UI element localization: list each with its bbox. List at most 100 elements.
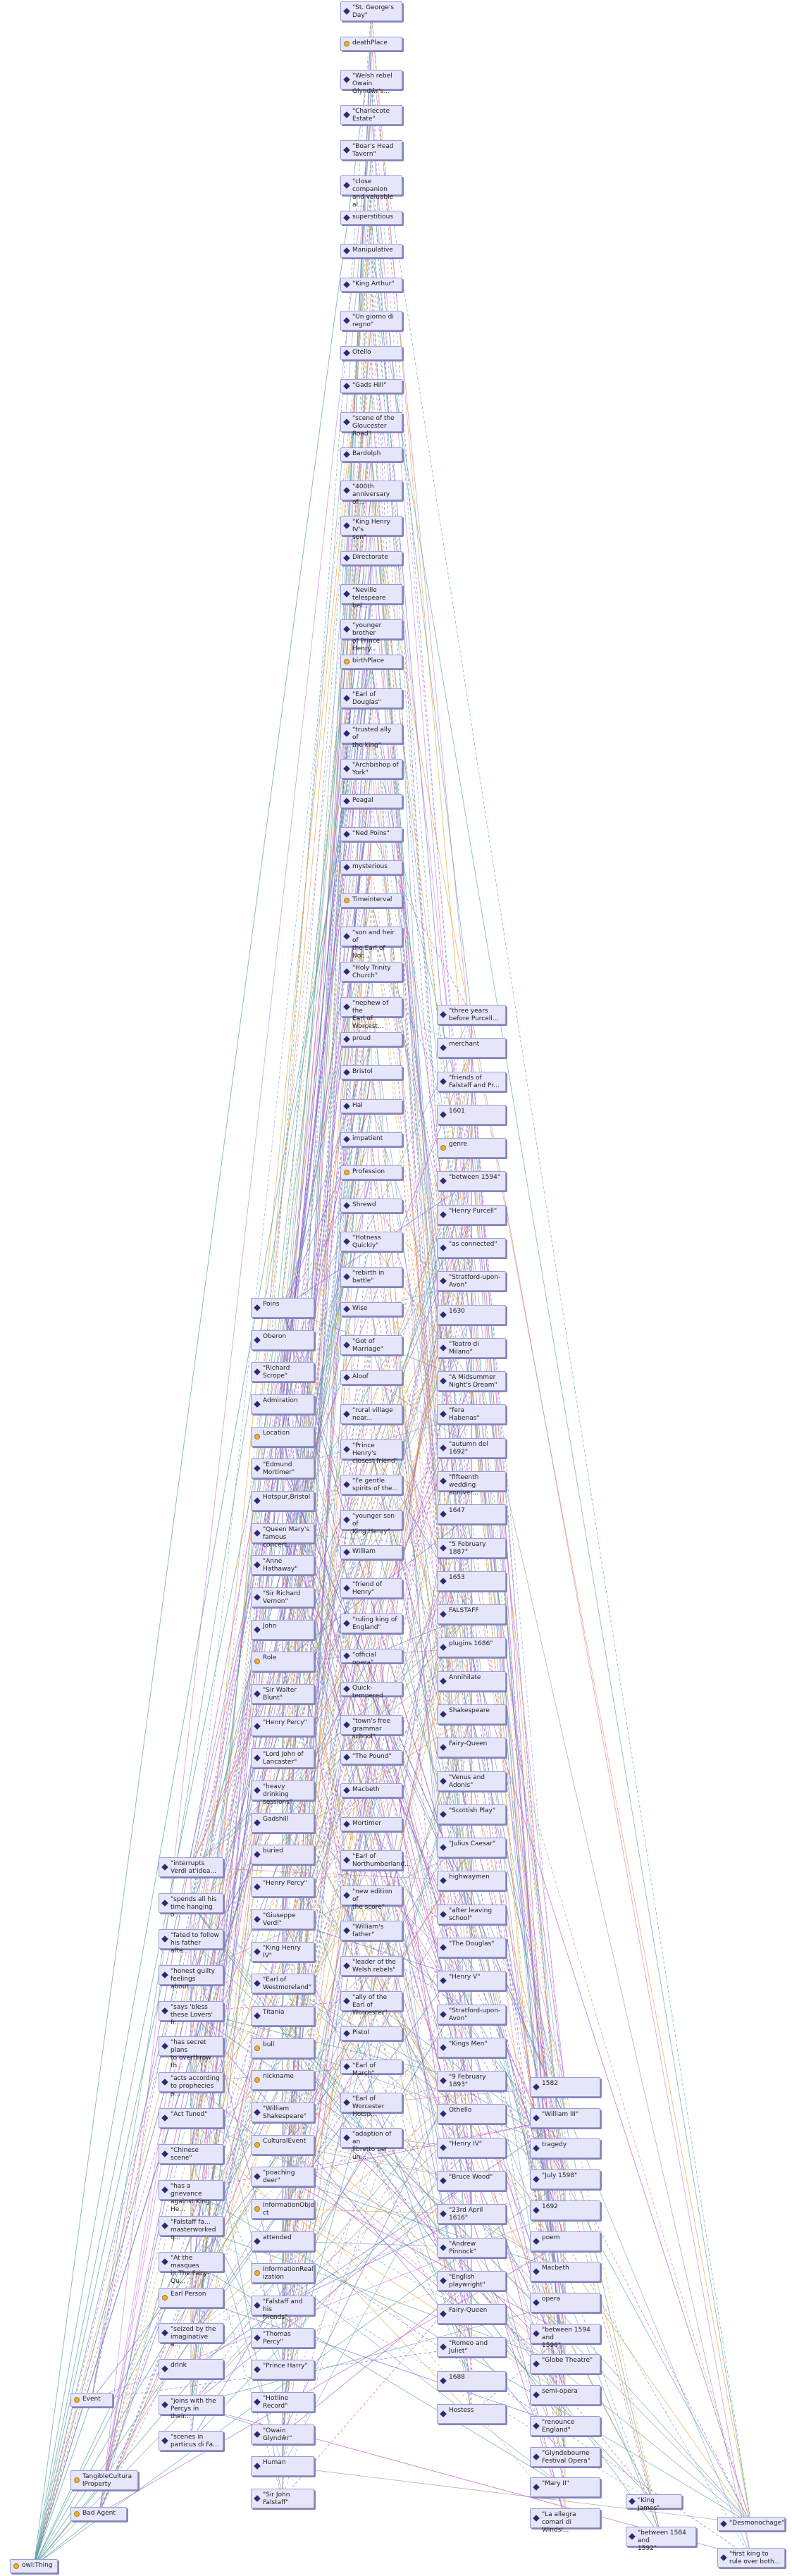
graph-node[interactable]: Annihilate bbox=[437, 1671, 506, 1691]
graph-node[interactable]: Poins bbox=[251, 1298, 314, 1318]
graph-node[interactable]: Bad Agent bbox=[70, 2507, 127, 2521]
graph-node[interactable]: "interrupts Verdi at'idea... bbox=[159, 1857, 223, 1877]
graph-node[interactable]: InformationReal ization bbox=[251, 2263, 314, 2284]
graph-node[interactable]: "Act Tuned" bbox=[159, 2108, 223, 2129]
graph-node[interactable]: "fifteenth wedding anniver... bbox=[437, 1471, 506, 1497]
graph-node[interactable]: 1601 bbox=[437, 1104, 506, 1125]
graph-node[interactable]: bull bbox=[251, 2038, 314, 2058]
graph-node[interactable]: 1630 bbox=[437, 1304, 506, 1325]
graph-node[interactable]: "seized by the imaginative a... bbox=[159, 2323, 223, 2348]
graph-node[interactable]: "first king to rule over both... bbox=[717, 2548, 785, 2568]
graph-node[interactable]: Mortimer bbox=[340, 1816, 402, 1831]
graph-node[interactable]: "scenes in particus di Fa... bbox=[159, 2431, 223, 2451]
graph-node[interactable]: "Mary II" bbox=[530, 2477, 600, 2498]
graph-node[interactable]: Macbeth bbox=[530, 2262, 600, 2282]
graph-node[interactable]: "La allegra comari di Windsi... bbox=[530, 2508, 600, 2534]
graph-node[interactable]: "Thomas Percy" bbox=[251, 2327, 314, 2348]
graph-node[interactable]: Role bbox=[251, 1652, 314, 1672]
graph-node[interactable]: "Henry Percy" bbox=[251, 1877, 314, 1897]
graph-node[interactable]: "Sir John Falstaff" bbox=[251, 2489, 314, 2508]
graph-node[interactable]: "Earl of Douglas" bbox=[340, 688, 402, 708]
graph-node[interactable]: "King Henry IV" bbox=[251, 1941, 314, 1962]
graph-node[interactable]: Shrewd bbox=[340, 1199, 402, 1213]
graph-node[interactable]: "Richard Scrope" bbox=[251, 1362, 314, 1382]
graph-node[interactable]: "English playwright" bbox=[437, 2270, 506, 2291]
graph-node[interactable]: Shakespeare bbox=[437, 1704, 506, 1724]
graph-node[interactable]: "fera Habenas" bbox=[437, 1404, 506, 1425]
graph-node[interactable]: Oberon bbox=[251, 1330, 314, 1350]
graph-node[interactable]: mysterious bbox=[340, 860, 402, 874]
graph-node[interactable]: superstitious bbox=[340, 211, 402, 225]
graph-node[interactable]: "ruling king of England" bbox=[340, 1613, 402, 1633]
graph-node[interactable]: "William's father" bbox=[340, 1920, 402, 1940]
graph-node[interactable]: "King Arthur" bbox=[340, 277, 402, 292]
graph-node[interactable]: "King Henry IV's son" bbox=[340, 516, 402, 541]
graph-node[interactable]: "At the masques in The Fairy-Qu... bbox=[159, 2251, 223, 2285]
graph-node[interactable]: CulturalEvent bbox=[251, 2134, 314, 2155]
graph-node[interactable]: attended bbox=[251, 2231, 314, 2251]
graph-node[interactable]: "King James" bbox=[626, 2494, 682, 2512]
graph-node[interactable]: birthPlace bbox=[340, 655, 402, 669]
graph-node[interactable]: Peagal bbox=[340, 793, 402, 808]
graph-node[interactable]: "Prince Harry" bbox=[251, 2360, 314, 2380]
graph-node[interactable]: "Henry IV" bbox=[437, 2137, 506, 2157]
graph-node[interactable]: Admiration bbox=[251, 1394, 314, 1415]
graph-node[interactable]: "Neville telespeare bel... bbox=[340, 584, 402, 609]
graph-node[interactable]: "rebirth in battle" bbox=[340, 1267, 402, 1287]
graph-node[interactable]: "fated to follow his father afte... bbox=[159, 1928, 223, 1955]
graph-node[interactable]: "Lord John of Lancaster" bbox=[251, 1748, 314, 1769]
graph-node[interactable]: "joins with the Percys in their... bbox=[159, 2395, 223, 2420]
graph-node[interactable]: Fairy-Queen bbox=[437, 1738, 506, 1758]
graph-node[interactable]: TangibleCultura lProperty bbox=[70, 2470, 138, 2490]
graph-node[interactable]: Human bbox=[251, 2456, 314, 2477]
graph-node[interactable]: "William III" bbox=[530, 2107, 600, 2128]
graph-node[interactable]: Hal bbox=[340, 1098, 402, 1113]
graph-node[interactable]: "Kings Men" bbox=[437, 2037, 506, 2057]
graph-node[interactable]: "l'e gentle spirits of the... bbox=[340, 1474, 402, 1494]
graph-node[interactable]: "says 'bless these Lovers' fr... bbox=[159, 2000, 223, 2026]
graph-node[interactable]: FALSTAFF bbox=[437, 1604, 506, 1625]
graph-node[interactable]: "Chinese scene" bbox=[159, 2144, 223, 2164]
graph-node[interactable]: "July 1598" bbox=[530, 2169, 600, 2190]
graph-node[interactable]: "after leaving school" bbox=[437, 1904, 506, 1924]
graph-node[interactable]: Aloof bbox=[340, 1370, 402, 1385]
graph-node[interactable]: Pistol bbox=[340, 2026, 402, 2041]
graph-node[interactable]: "23rd April 1616" bbox=[437, 2204, 506, 2224]
graph-node[interactable]: "acts according to prophecies a... bbox=[159, 2072, 223, 2098]
graph-node[interactable]: "Hotness Quickly" bbox=[340, 1232, 402, 1252]
graph-node[interactable]: "Andrew Pinnock" bbox=[437, 2237, 506, 2258]
graph-node[interactable]: "Desmonochage" bbox=[717, 2517, 785, 2531]
graph-node[interactable]: "Stratford-upon- Avon" bbox=[437, 2004, 506, 2024]
graph-node[interactable]: "Sir Walter Blunt" bbox=[251, 1684, 314, 1704]
graph-node[interactable]: "Charlecote Estate" bbox=[340, 105, 402, 125]
graph-node[interactable]: 1647 bbox=[437, 1504, 506, 1525]
graph-node[interactable]: InformationObje ct bbox=[251, 2198, 314, 2219]
graph-node[interactable]: Bristol bbox=[340, 1065, 402, 1080]
graph-node[interactable]: poem bbox=[530, 2231, 600, 2251]
graph-node[interactable]: "Welsh rebel Owain Glyndŵr's... bbox=[340, 70, 402, 95]
graph-node[interactable]: "new edition of the score" bbox=[340, 1885, 402, 1911]
graph-node[interactable]: "between 1584 and 1592" bbox=[626, 2527, 696, 2552]
graph-node[interactable]: Othello bbox=[437, 2104, 506, 2124]
graph-node[interactable]: "between 1594" bbox=[437, 1171, 506, 1191]
graph-node[interactable]: Directorate bbox=[340, 551, 402, 566]
graph-node[interactable]: "poaching deer" bbox=[251, 2167, 314, 2187]
graph-node[interactable]: Macbeth bbox=[340, 1783, 402, 1798]
graph-node[interactable]: "Henry V" bbox=[437, 1971, 506, 1991]
graph-node[interactable]: "Henry Purcell" bbox=[437, 1204, 506, 1225]
graph-node[interactable]: "Queen Mary's famous concert... bbox=[251, 1523, 314, 1549]
graph-node[interactable]: "town's free grammar school" bbox=[340, 1715, 402, 1740]
graph-node[interactable]: "Prince Henry's closest friend" bbox=[340, 1439, 402, 1465]
graph-node[interactable]: Timeinterval bbox=[340, 893, 402, 908]
graph-node[interactable]: buried bbox=[251, 1845, 314, 1865]
graph-node[interactable]: "has a grievance against King He... bbox=[159, 2179, 223, 2213]
graph-node[interactable]: Profession bbox=[340, 1165, 402, 1179]
graph-node[interactable]: "Venus and Adonis" bbox=[437, 1771, 506, 1791]
graph-node[interactable]: "ally of the Earl of Worcester" bbox=[340, 1990, 402, 2017]
graph-node[interactable]: "Bruce Wood" bbox=[437, 2171, 506, 2191]
graph-node[interactable]: genre bbox=[437, 1138, 506, 1158]
graph-node[interactable]: Bardolph bbox=[340, 447, 402, 462]
graph-node[interactable]: 1688 bbox=[437, 2370, 506, 2391]
graph-node[interactable]: "has secret plans to overthrow th... bbox=[159, 2036, 223, 2069]
graph-node[interactable]: "Henry Percy" bbox=[251, 1716, 314, 1736]
